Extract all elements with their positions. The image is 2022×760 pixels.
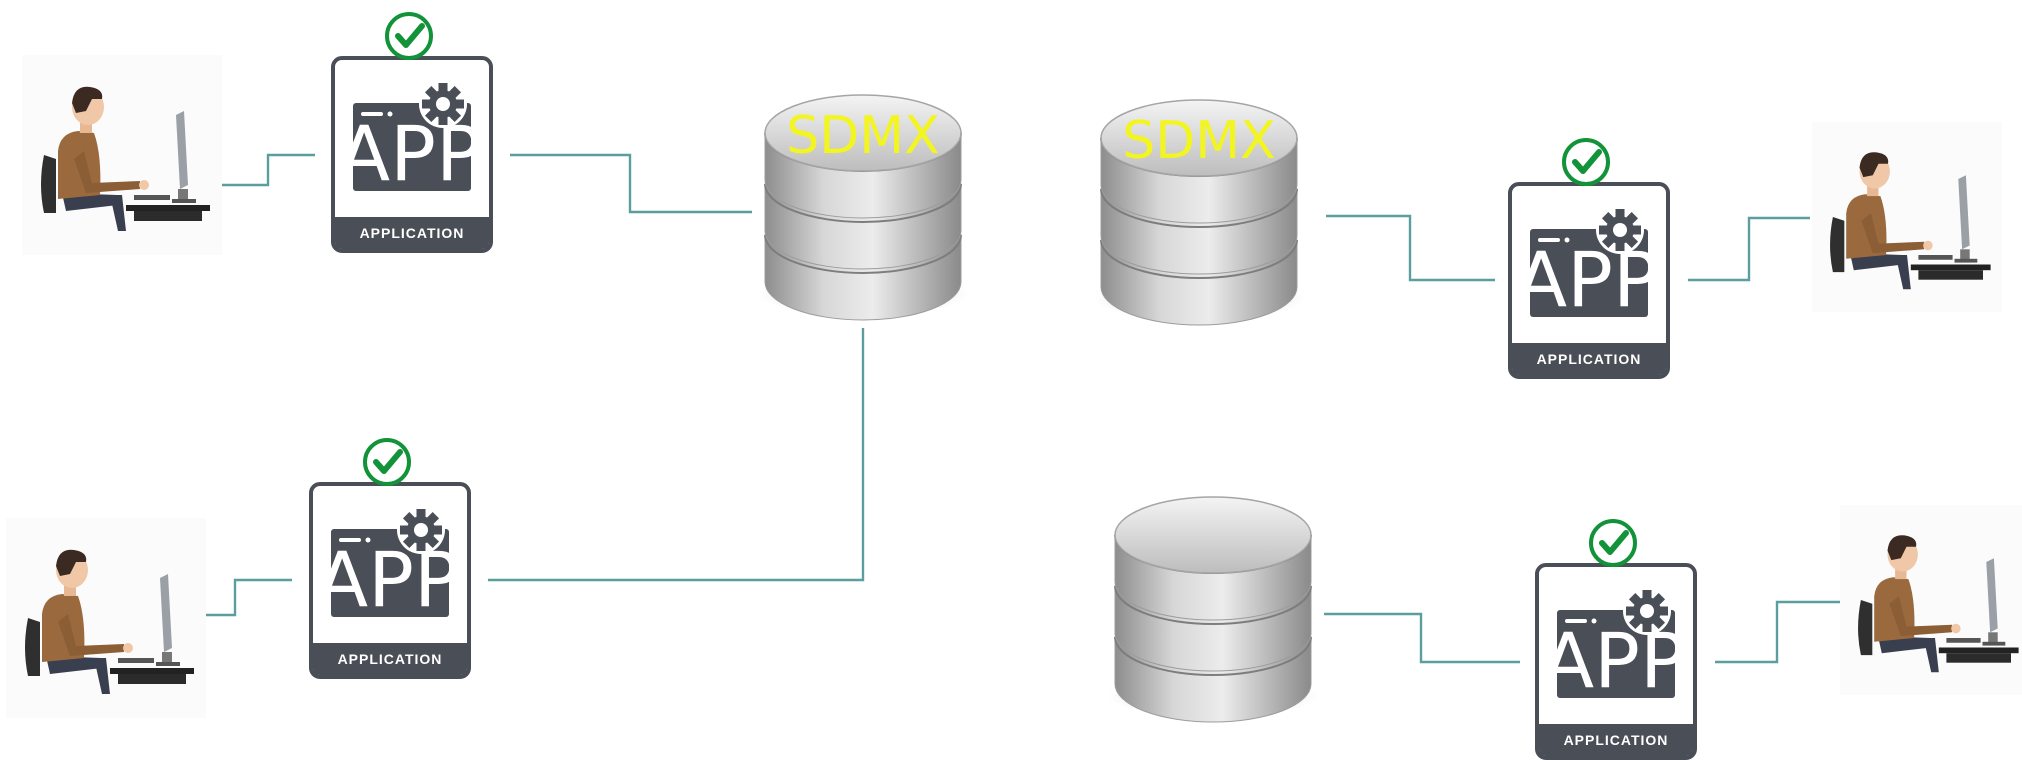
person-at-computer-icon — [22, 55, 222, 255]
app-title: APP — [1515, 235, 1659, 324]
gear-icon — [419, 80, 467, 128]
db-1: SDMX — [757, 94, 969, 321]
connector-user-1-app-1 — [220, 153, 315, 187]
connector-db-2-app-2 — [1326, 214, 1495, 282]
app-4: APPLICATION APP — [1535, 519, 1697, 760]
check-badge-icon — [385, 12, 433, 60]
check-badge-icon — [363, 438, 411, 486]
connector-app-2-user-2 — [1688, 216, 1810, 282]
connector-db-1-app-3 — [488, 328, 865, 582]
sdmx-label: SDMX — [1122, 111, 1276, 171]
app-caption: APPLICATION — [1537, 351, 1642, 367]
app-caption: APPLICATION — [360, 225, 465, 241]
app-caption-bar — [313, 643, 467, 675]
db-top — [764, 94, 962, 172]
app-3: APPLICATION APP — [309, 438, 471, 679]
app-1: APPLICATION APP — [331, 12, 493, 253]
db-3 — [1107, 496, 1319, 723]
user-4 — [1840, 505, 2022, 695]
app-caption: APPLICATION — [338, 651, 443, 667]
gear-icon — [1596, 206, 1644, 254]
gear-icon — [397, 506, 445, 554]
app-title: APP — [1542, 616, 1686, 705]
sdmx-label: SDMX — [786, 106, 940, 166]
check-badge-icon — [1562, 138, 1610, 186]
app-caption-bar — [1539, 724, 1693, 756]
db-top — [1114, 496, 1312, 574]
db-2: SDMX — [1093, 99, 1305, 326]
app-2: APPLICATION APP — [1508, 138, 1670, 379]
app-caption-bar — [1512, 343, 1666, 375]
db-top — [1100, 99, 1298, 177]
user-1 — [22, 55, 222, 255]
gear-icon — [1623, 587, 1671, 635]
connector-app-1-db-1 — [510, 153, 752, 214]
app-caption: APPLICATION — [1564, 732, 1669, 748]
connector-db-3-app-4 — [1324, 612, 1520, 664]
connector-app-4-user-4 — [1715, 600, 1840, 664]
app-title: APP — [338, 109, 482, 198]
check-badge-icon — [1589, 519, 1637, 567]
person-at-computer-icon — [1840, 505, 2022, 695]
app-title: APP — [316, 535, 460, 624]
app-caption-bar — [335, 217, 489, 249]
user-2 — [1812, 122, 2002, 312]
person-at-computer-icon — [6, 518, 206, 718]
user-3 — [6, 518, 206, 718]
person-at-computer-icon — [1812, 122, 2002, 312]
